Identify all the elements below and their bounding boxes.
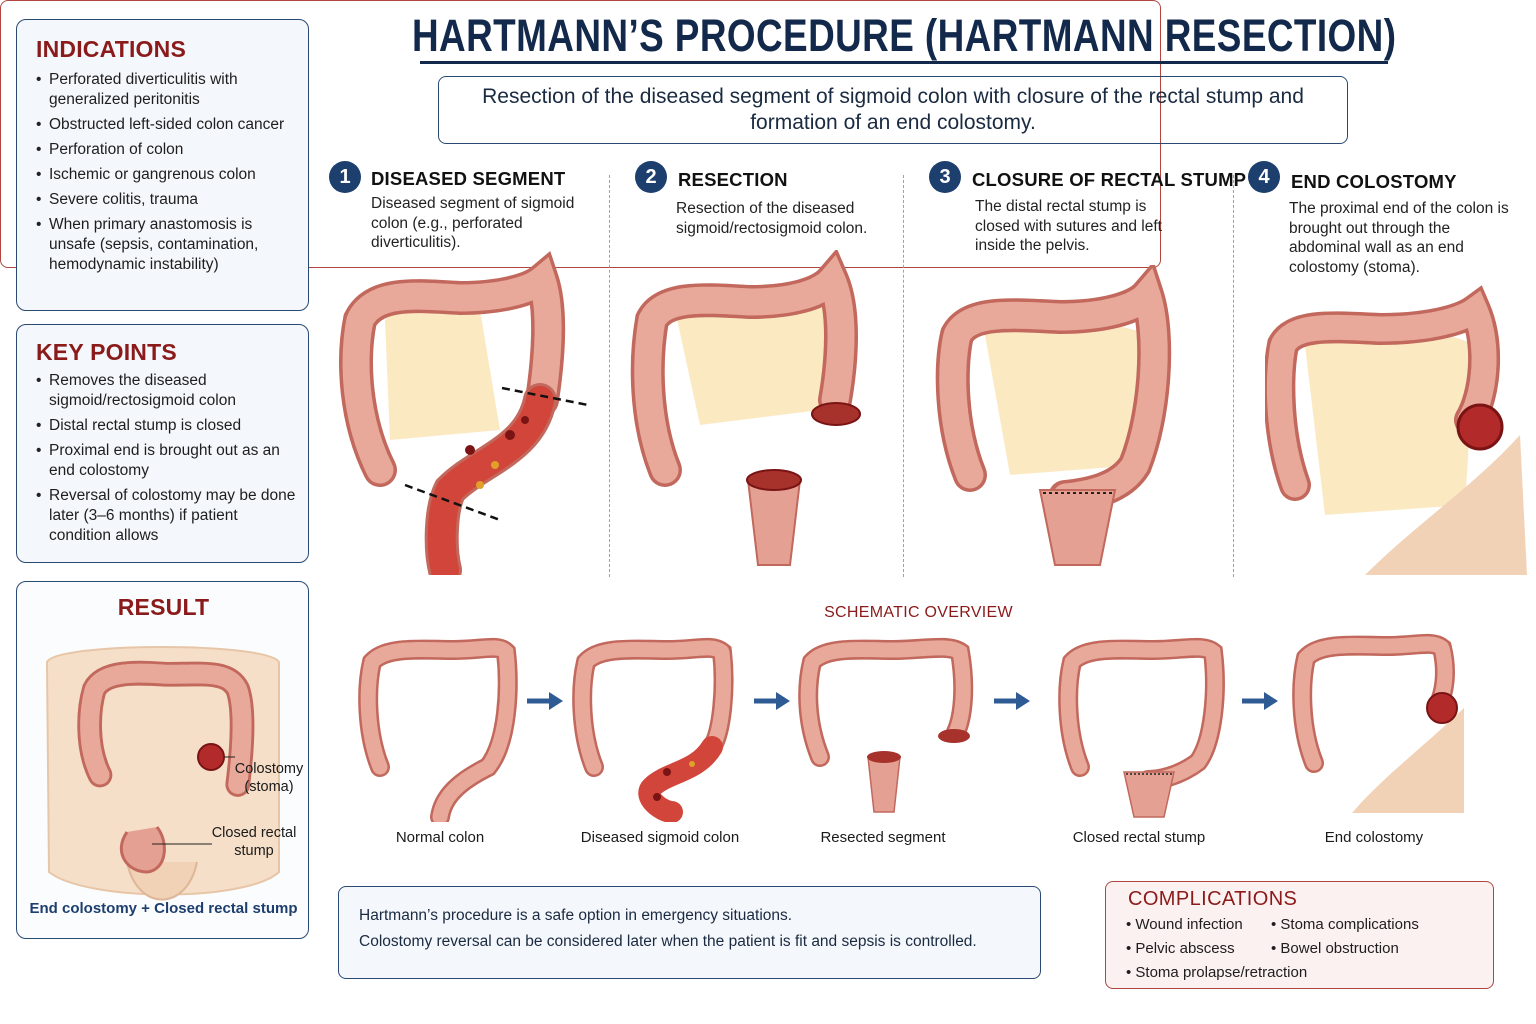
indications-heading: INDICATIONS <box>36 36 186 62</box>
complication-item: Bowel obstruction <box>1271 940 1398 957</box>
arrow-right-icon <box>1242 692 1278 710</box>
complication-item: Wound infection <box>1126 916 1242 933</box>
step-2-illustration <box>630 250 861 566</box>
list-item: Obstructed left-sided colon cancer <box>33 115 298 135</box>
note-line-1: Hartmann’s procedure is a safe option in… <box>359 907 793 924</box>
schematic-normal-colon <box>358 637 518 822</box>
list-item: When primary anastomosis is unsafe (seps… <box>33 215 298 275</box>
complication-item: Pelvic abscess <box>1126 940 1234 957</box>
step-divider <box>903 175 904 577</box>
stoma-icon <box>1426 692 1458 724</box>
step-2-badge: 2 <box>635 161 667 193</box>
schematic-resected-segment <box>798 637 974 813</box>
list-item: Proximal end is brought out as an end co… <box>33 441 298 481</box>
subtitle-box: Resection of the diseased segment of sig… <box>438 76 1348 144</box>
step-2-desc: Resection of the diseased sigmoid/rectos… <box>676 200 868 237</box>
arrow-right-icon <box>754 692 790 710</box>
step-1-title: DISEASED SEGMENT <box>371 168 566 189</box>
schematic-diseased-colon <box>572 637 734 822</box>
step-2-title: RESECTION <box>678 169 788 190</box>
schematic-label: End colostomy <box>1324 829 1424 846</box>
schematic-label: Diseased sigmoid colon <box>580 829 740 846</box>
step-divider <box>1233 175 1234 577</box>
key-points-panel: KEY POINTS Removes the diseased sigmoid/… <box>16 324 309 563</box>
colostomy-label: Colostomy (stoma) <box>234 761 304 795</box>
schematic-label: Normal colon <box>395 829 485 846</box>
complications-panel: COMPLICATIONS Wound infection Stoma comp… <box>1105 881 1494 989</box>
schematic-label: Closed rectal stump <box>1072 829 1206 846</box>
step-3-title: CLOSURE OF RECTAL STUMP <box>972 169 1247 190</box>
complication-item: Stoma prolapse/retraction <box>1126 964 1307 981</box>
stoma-icon <box>1456 403 1504 451</box>
title-wrapper: HARTMANN’S PROCEDURE (HARTMANN RESECTION… <box>0 0 1536 70</box>
arrow-right-icon <box>994 692 1030 710</box>
list-item: Severe colitis, trauma <box>33 190 298 210</box>
arrow-right-icon <box>527 692 563 710</box>
page-title: HARTMANN’S PROCEDURE (HARTMANN RESECTION… <box>411 10 1397 61</box>
complication-item: Stoma complications <box>1271 916 1418 933</box>
list-item: Reversal of colostomy may be done later … <box>33 486 298 546</box>
torso-illustration <box>45 646 280 901</box>
result-heading: RESULT <box>117 594 210 620</box>
step-3-desc: The distal rectal stump is closed with s… <box>975 198 1162 254</box>
stoma-icon <box>197 743 225 771</box>
stump-label: Closed rectal stump <box>211 825 297 859</box>
result-panel: RESULT Colostomy (stoma) Closed rectal s… <box>16 581 309 939</box>
schematic-closed-stump <box>1058 637 1225 818</box>
step-1-illustration <box>339 251 589 575</box>
step-4-title: END COLOSTOMY <box>1291 171 1457 192</box>
list-item: Removes the diseased sigmoid/rectosigmoi… <box>33 371 298 411</box>
list-item: Perforation of colon <box>33 140 298 160</box>
list-item: Ischemic or gangrenous colon <box>33 165 298 185</box>
key-points-list: Removes the diseased sigmoid/rectosigmoi… <box>33 371 298 551</box>
complications-heading: COMPLICATIONS <box>1128 888 1298 910</box>
step-4-desc: The proximal end of the colon is brought… <box>1289 200 1509 276</box>
step-4-badge: 4 <box>1248 161 1280 193</box>
schematic-title: SCHEMATIC OVERVIEW <box>824 604 1013 621</box>
indications-list: Perforated diverticulitis with generaliz… <box>33 70 298 280</box>
step-1-desc: Diseased segment of sigmoid colon (e.g.,… <box>371 195 575 251</box>
step-divider <box>609 175 610 577</box>
step-4-illustration <box>1265 285 1527 575</box>
step-3-badge: 3 <box>929 161 961 193</box>
title-underline <box>420 61 1388 64</box>
list-item: Perforated diverticulitis with generaliz… <box>33 70 298 110</box>
indications-panel: INDICATIONS Perforated diverticulitis wi… <box>16 19 309 311</box>
schematic-label: Resected segment <box>820 829 946 846</box>
schematic-end-colostomy <box>1292 633 1464 813</box>
summary-note: Hartmann’s procedure is a safe option in… <box>338 886 1041 979</box>
list-item: Distal rectal stump is closed <box>33 416 298 436</box>
step-3-illustration <box>935 265 1172 566</box>
result-caption: End colostomy + Closed rectal stump <box>29 900 298 917</box>
note-line-2: Colostomy reversal can be considered lat… <box>359 933 977 950</box>
step-1-badge: 1 <box>329 161 361 193</box>
key-points-heading: KEY POINTS <box>36 339 177 365</box>
